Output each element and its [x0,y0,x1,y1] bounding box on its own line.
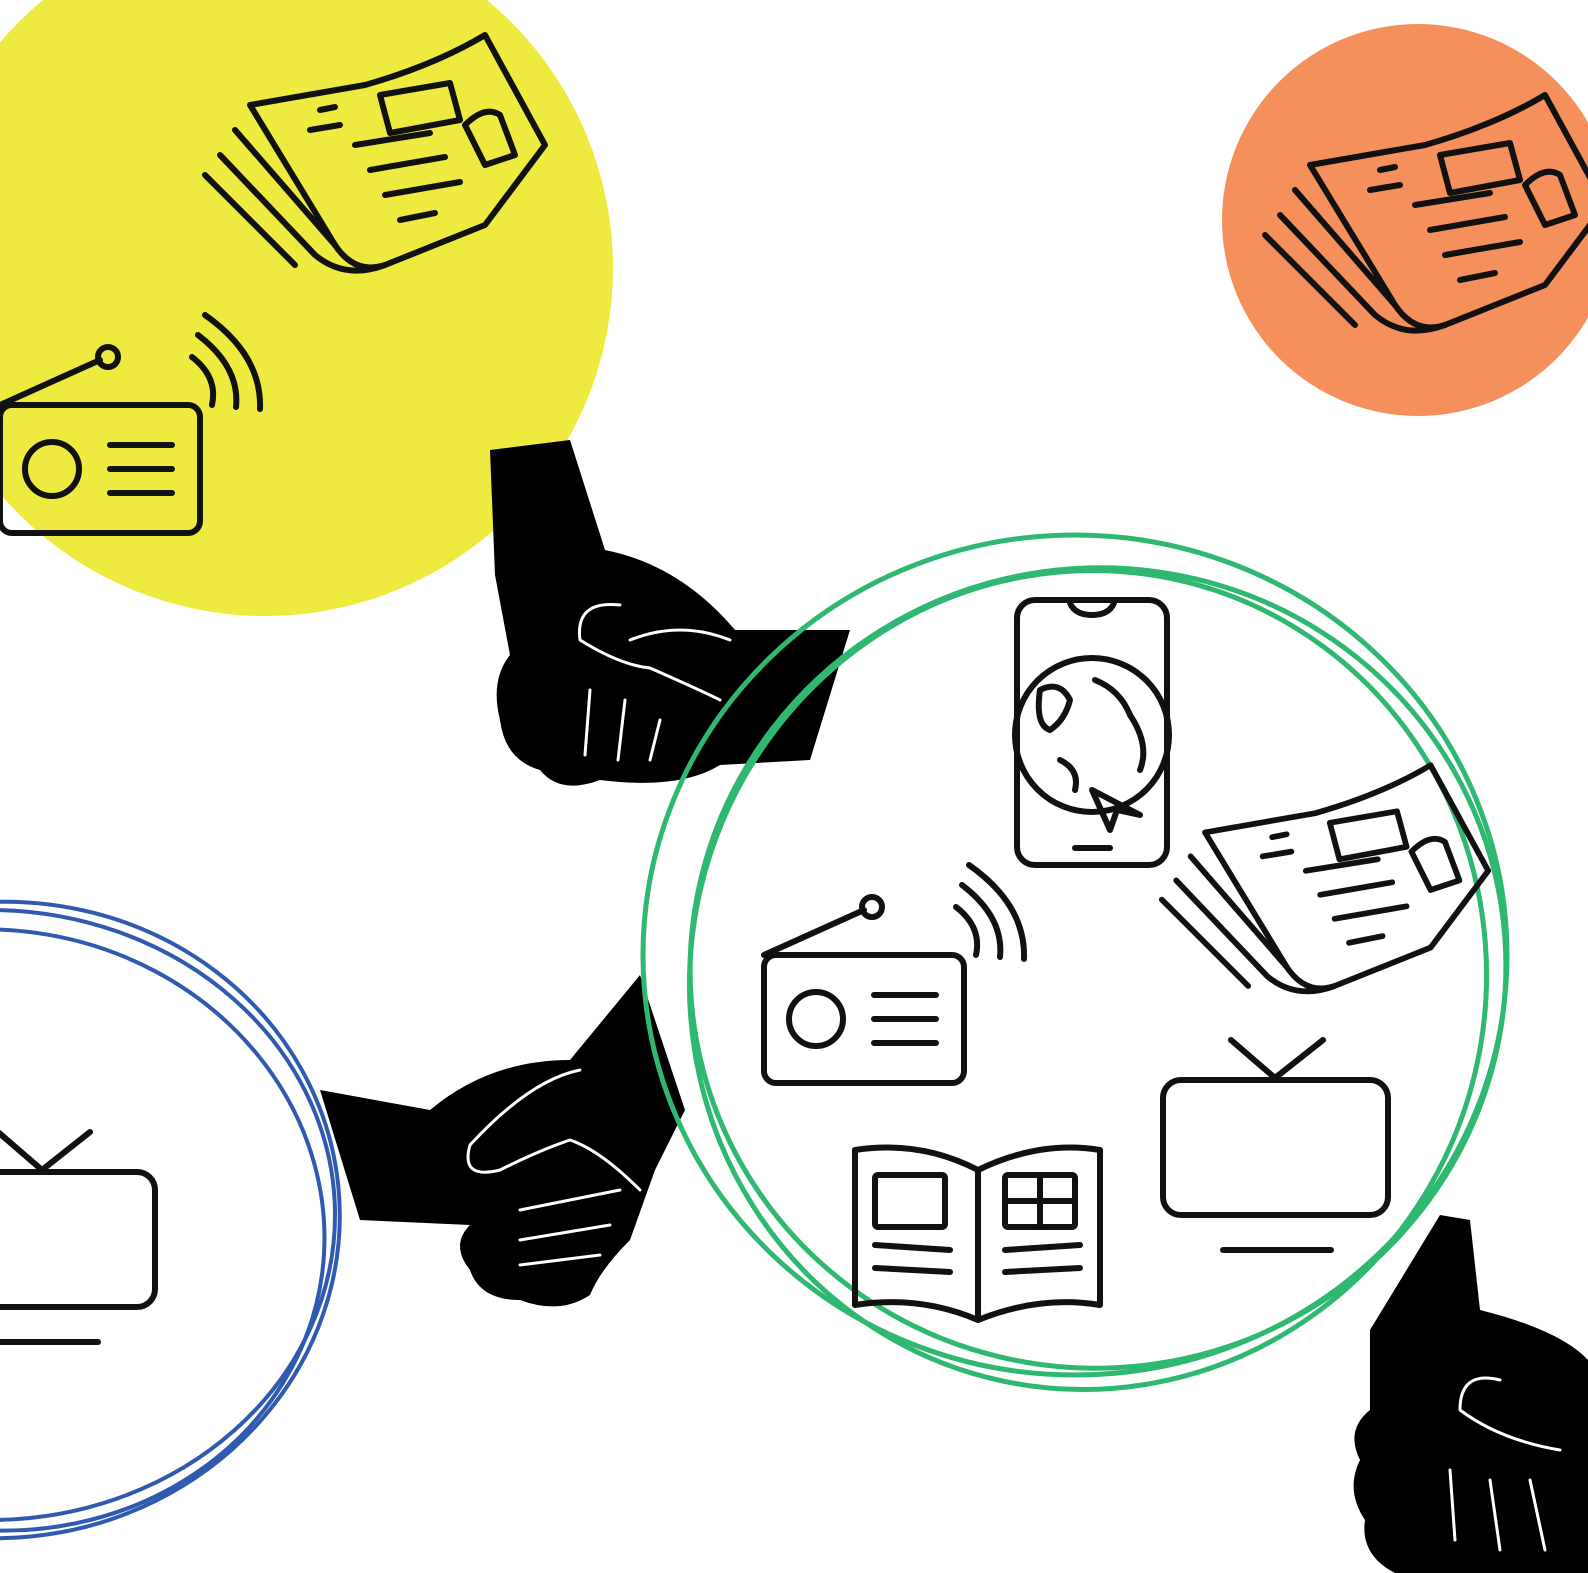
magazine-icon [852,1144,1103,1323]
smartphone-globe-icon [1012,597,1172,868]
yellow-circle [0,0,613,616]
newspaper-icon [1162,765,1488,991]
handshake-icon [320,975,685,1307]
green-ring [640,532,1510,1392]
tv-icon [1163,1040,1388,1250]
blue-ring [0,899,342,1541]
handshake-icon [490,440,850,786]
radio-icon [764,865,1024,1083]
orange-circle [1222,24,1588,416]
hand-icon [1353,1215,1588,1573]
tv-icon [0,1132,155,1342]
